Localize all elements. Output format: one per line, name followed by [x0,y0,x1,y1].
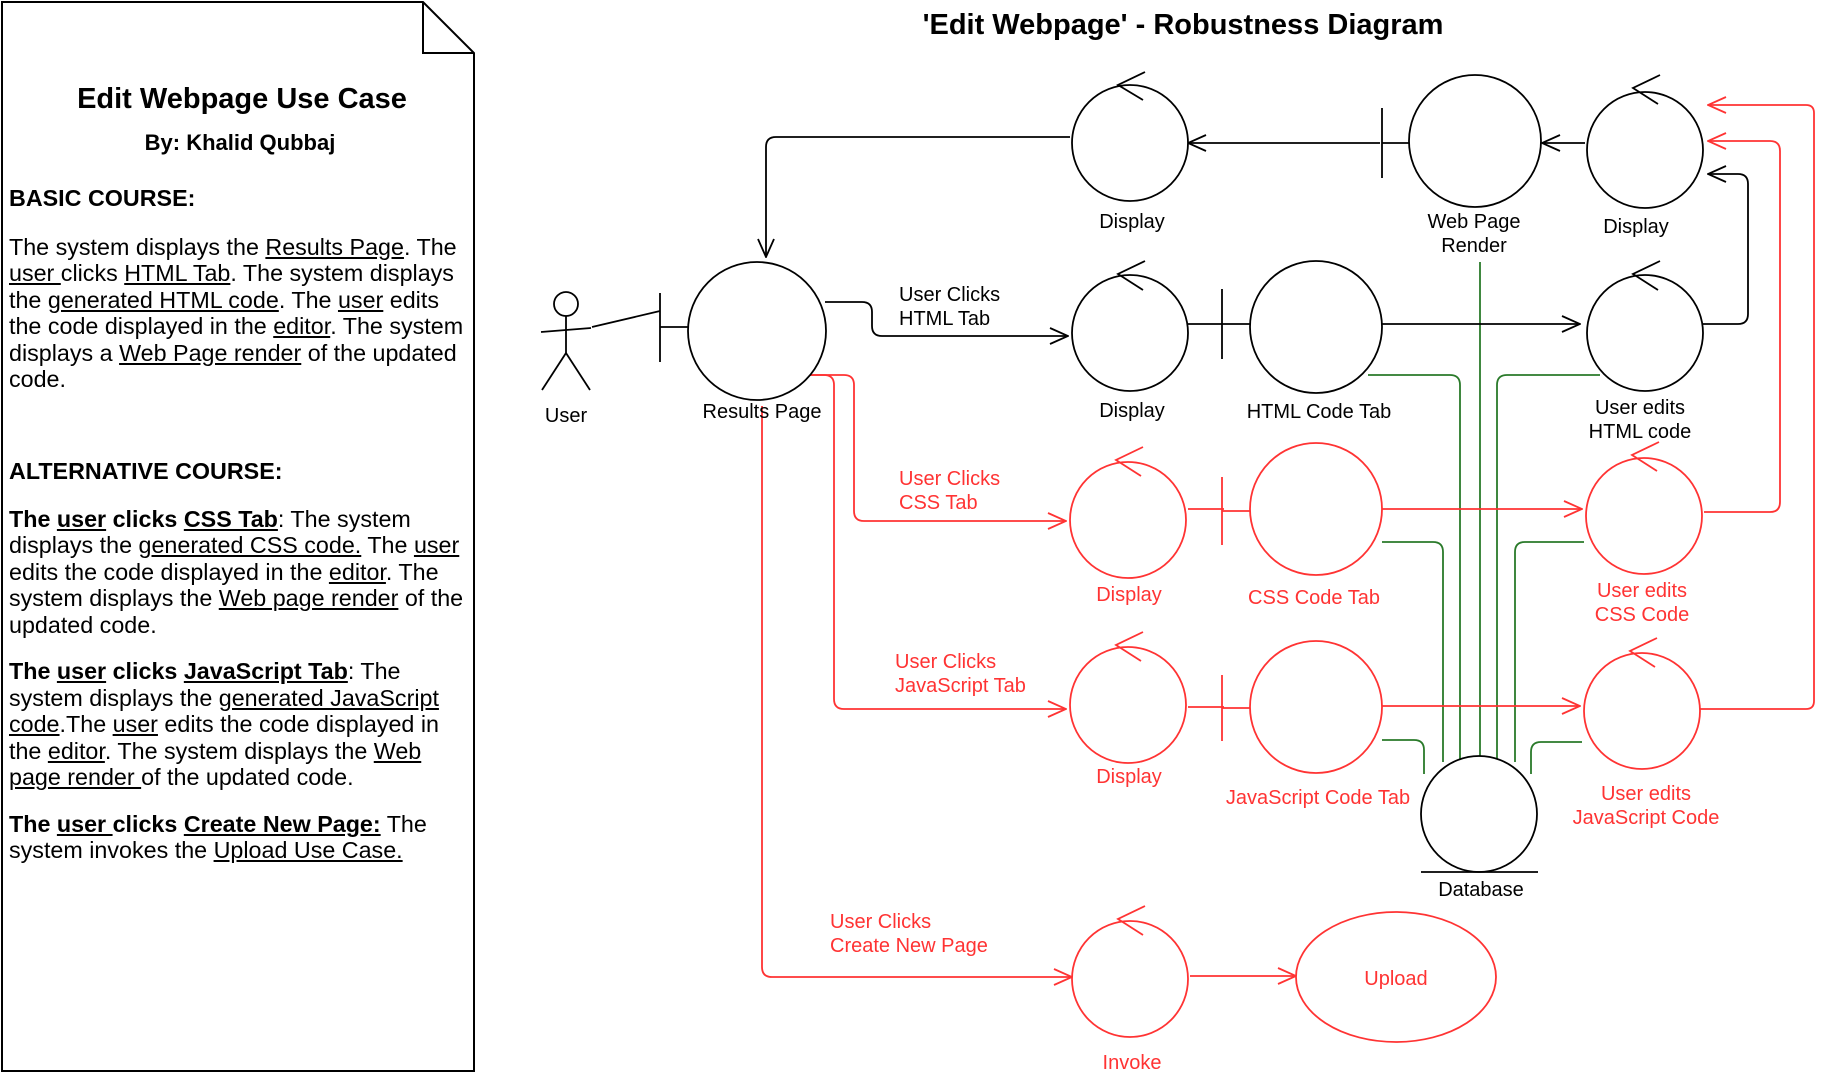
display-top-control-icon[interactable] [1071,71,1189,202]
label-line: JavaScript Code [1573,807,1720,829]
label-line: CSS Code [1595,604,1690,626]
alternative-edges [761,105,1815,977]
alt-create-page-text: The user clicks Create New Page: The sys… [9,810,427,864]
css-code-tab-label: CSS Code Tab [1248,587,1380,609]
user-label: User [545,405,588,427]
label-line: JavaScript Tab [895,675,1026,697]
display-html-control-icon[interactable] [1071,260,1189,392]
alt-js-text: The user clicks JavaScript Tab: The syst… [9,658,439,790]
display-js-control-icon[interactable] [1069,631,1187,764]
diagram-title: 'Edit Webpage' - Robustness Diagram [923,9,1444,41]
user-edits-js-control-icon[interactable] [1583,637,1701,770]
js-code-tab-label: JavaScript Code Tab [1226,787,1410,809]
edge-user-edits-css-display [1704,141,1781,513]
basic-edges [591,136,1749,336]
alternative-course-section: ALTERNATIVE COURSE: The user clicks CSS … [9,458,471,864]
edge-results-display-js [809,374,1066,709]
upload-label: Upload [1364,968,1427,990]
user-edits-css-control-icon[interactable] [1585,441,1703,575]
edge-results-display-html [825,301,1068,336]
database-entity-icon[interactable] [1420,755,1538,873]
link-edit-css-db [1514,541,1584,762]
display-js-label: Display [1096,766,1162,788]
display-render-label: Display [1603,216,1669,238]
label-line: Create New Page [830,935,988,957]
label-line: Render [1441,235,1507,257]
js-code-tab-boundary-icon[interactable] [1221,640,1383,774]
display-top-label: Display [1099,211,1165,233]
invoke-label: Invoke [1103,1052,1162,1074]
label-line: HTML Tab [899,308,990,330]
basic-course-heading: BASIC COURSE: [9,185,196,211]
results-page-label: Results Page [703,401,822,423]
edge-user-edits-js-display [1700,105,1815,710]
css-code-tab-boundary-icon[interactable] [1221,442,1383,576]
upload-use-case[interactable] [1295,911,1497,1043]
link-edit-js-db [1530,741,1582,774]
link-css-tab-db [1382,541,1444,762]
link-html-tab-db [1368,374,1461,762]
display-css-label: Display [1096,584,1162,606]
database-label: Database [1438,879,1524,901]
link-js-tab-db [1382,739,1425,774]
alternative-course-heading: ALTERNATIVE COURSE: [9,458,283,484]
alt-css-text: The user clicks CSS Tab: The system disp… [9,505,464,638]
user-edits-html-control-icon[interactable] [1586,260,1704,392]
edge-results-invoke [761,406,1072,977]
display-css-control-icon[interactable] [1069,446,1187,579]
edge-display-results [766,136,1070,257]
use-case-note [1,1,475,1072]
display-html-label: Display [1099,400,1165,422]
html-code-tab-boundary-icon[interactable] [1188,260,1383,394]
label-line: HTML code [1589,421,1692,443]
edge-user-results [591,310,661,328]
data-links [1368,262,1600,774]
link-edit-html-db [1496,374,1600,762]
invoke-control-icon[interactable] [1071,905,1189,1038]
label-line: CSS Tab [899,492,978,514]
edge-results-display-css [809,374,1066,521]
display-render-control-icon[interactable] [1586,74,1704,209]
html-code-tab-label: HTML Code Tab [1247,401,1392,423]
basic-course-text: The system displays the Results Page. Th… [9,233,464,393]
use-case-title-block: Edit Webpage Use Case By: Khalid Qubbaj [9,80,471,158]
basic-course-section: BASIC COURSE: The system displays the Re… [9,185,471,393]
use-case-title: Edit Webpage Use Case [77,83,407,115]
web-page-render-boundary-icon[interactable] [1381,74,1542,208]
results-page-boundary-icon[interactable] [659,261,827,401]
user-actor-icon[interactable] [540,291,592,391]
edge-user-edits-html-display [1602,174,1749,325]
use-case-author: By: Khalid Qubbaj [144,130,336,155]
